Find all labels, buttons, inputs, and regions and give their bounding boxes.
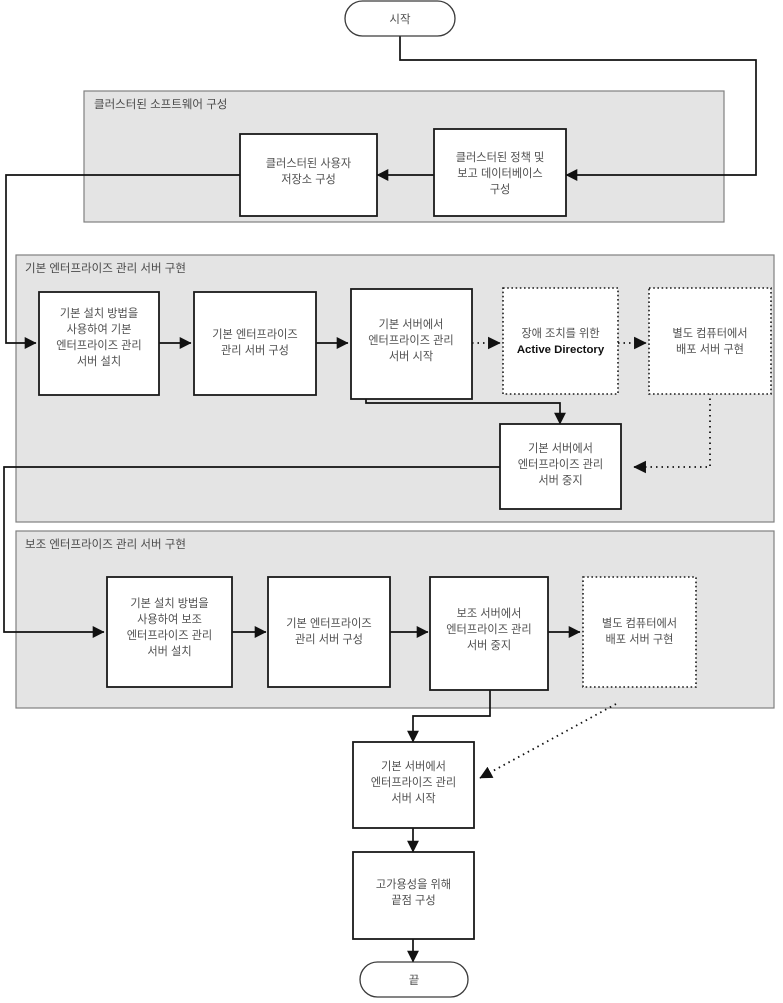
node-secondary-configure[interactable]: 기본 엔터프라이즈 관리 서버 구성 [267, 576, 391, 688]
group-cluster-rect [83, 90, 725, 223]
node-cluster-policy-db-rect[interactable] [433, 128, 567, 217]
node-primary-restart-line2: 엔터프라이즈 관리 [371, 776, 456, 789]
node-primary-restart-line1: 기본 서버에서 [381, 760, 446, 773]
node-secondary-install[interactable]: 기본 설치 방법을 사용하여 보조 엔터프라이즈 관리 서버 설치 [106, 576, 233, 688]
node-start-label: 시작 [389, 13, 411, 26]
node-secondary-stop[interactable]: 보조 서버에서 엔터프라이즈 관리 서버 중지 [429, 576, 549, 691]
node-secondary-install-line4: 서버 설치 [147, 645, 191, 658]
node-primary-restart[interactable]: 기본 서버에서 엔터프라이즈 관리 서버 시작 [352, 741, 475, 829]
node-deploy-server-secondary-line1: 별도 컴퓨터에서 [602, 617, 677, 630]
node-cluster-user-store-line1: 클러스터된 사용자 [266, 157, 351, 170]
node-primary-start[interactable]: 기본 서버에서 엔터프라이즈 관리 서버 시작 [350, 288, 473, 400]
node-configure-endpoints-line1: 고가용성을 위해 [376, 878, 451, 891]
node-primary-configure[interactable]: 기본 엔터프라이즈 관리 서버 구성 [193, 291, 317, 396]
edge-start-to-policy-db [399, 36, 757, 181]
node-primary-stop-line2: 엔터프라이즈 관리 [518, 458, 603, 471]
node-primary-install-line1: 기본 설치 방법을 [60, 307, 138, 320]
group-secondary-label: 보조 엔터프라이즈 관리 서버 구현 [25, 538, 186, 551]
node-secondary-stop-rect[interactable] [429, 576, 549, 691]
node-deploy-server-secondary-line2: 배포 서버 구현 [606, 633, 674, 646]
node-primary-install-line2: 사용하여 기본 [67, 322, 132, 336]
node-primary-start-line1: 기본 서버에서 [379, 318, 444, 331]
node-deploy-server-secondary[interactable]: 별도 컴퓨터에서 배포 서버 구현 [582, 576, 697, 688]
node-end-label: 끝 [409, 974, 420, 987]
node-secondary-install-rect[interactable] [106, 576, 233, 688]
node-primary-start-rect[interactable] [350, 288, 473, 400]
node-deploy-server-primary[interactable]: 별도 컴퓨터에서 배포 서버 구현 [648, 287, 772, 395]
node-primary-install-line4: 서버 설치 [77, 355, 121, 368]
node-secondary-configure-line2: 관리 서버 구성 [295, 633, 363, 646]
group-primary-label: 기본 엔터프라이즈 관리 서버 구현 [25, 262, 186, 275]
node-primary-configure-rect[interactable] [193, 291, 317, 396]
node-secondary-install-line3: 엔터프라이즈 관리 [127, 629, 212, 642]
node-cluster-user-store-line2: 저장소 구성 [281, 173, 336, 186]
edge-secondary-stop-to-primary-restart [407, 690, 491, 743]
node-start-rect[interactable] [344, 0, 456, 37]
node-secondary-stop-line1: 보조 서버에서 [457, 607, 522, 620]
node-cluster-policy-db-line1: 클러스터된 정책 및 [456, 150, 545, 164]
node-secondary-configure-rect[interactable] [267, 576, 391, 688]
node-cluster-policy-db[interactable]: 클러스터된 정책 및 보고 데이터베이스 구성 [433, 128, 567, 217]
node-active-directory-line2: Active Directory [517, 344, 605, 356]
node-configure-endpoints-line2: 끝점 구성 [391, 894, 435, 907]
node-cluster-user-store-rect[interactable] [239, 133, 378, 217]
node-cluster-policy-db-line3: 구성 [490, 183, 511, 196]
node-secondary-install-line1: 기본 설치 방법을 [130, 597, 208, 610]
edge-user-store-to-primary-install [5, 174, 240, 349]
node-deploy-server-primary-line1: 별도 컴퓨터에서 [672, 327, 747, 340]
node-primary-restart-line3: 서버 시작 [391, 792, 435, 805]
node-configure-endpoints-rect[interactable] [352, 851, 475, 940]
node-primary-stop[interactable]: 기본 서버에서 엔터프라이즈 관리 서버 중지 [499, 423, 622, 510]
node-primary-install[interactable]: 기본 설치 방법을 사용하여 기본 엔터프라이즈 관리 서버 설치 [38, 291, 160, 396]
node-primary-configure-line2: 관리 서버 구성 [221, 344, 289, 357]
node-primary-configure-line1: 기본 엔터프라이즈 [212, 328, 297, 341]
node-deploy-server-primary-line2: 배포 서버 구현 [676, 343, 744, 356]
node-deploy-server-primary-rect[interactable] [648, 287, 772, 395]
node-active-directory-rect[interactable] [502, 287, 619, 395]
node-active-directory[interactable]: 장애 조치를 위한 Active Directory [502, 287, 619, 395]
node-end[interactable]: 끝 [359, 961, 469, 998]
node-primary-stop-rect[interactable] [499, 423, 622, 510]
group-cluster-label: 클러스터된 소프트웨어 구성 [94, 98, 227, 111]
node-secondary-install-line2: 사용하여 보조 [137, 612, 202, 626]
node-primary-install-rect[interactable] [38, 291, 160, 396]
node-cluster-user-store[interactable]: 클러스터된 사용자 저장소 구성 [239, 133, 378, 217]
node-primary-install-line3: 엔터프라이즈 관리 [56, 339, 141, 352]
edge-primary-stop-to-secondary-install [3, 466, 500, 638]
node-primary-start-line3: 서버 시작 [389, 350, 433, 363]
node-primary-start-line2: 엔터프라이즈 관리 [368, 334, 453, 347]
node-deploy-server-secondary-rect[interactable] [582, 576, 697, 688]
node-secondary-stop-line2: 엔터프라이즈 관리 [446, 623, 531, 636]
node-secondary-configure-line1: 기본 엔터프라이즈 [286, 617, 371, 630]
node-active-directory-line1: 장애 조치를 위한 [521, 327, 599, 340]
node-primary-stop-line3: 서버 중지 [538, 474, 582, 487]
node-start[interactable]: 시작 [344, 0, 456, 37]
edge-deploy-server-secondary-to-primary-restart [479, 703, 617, 779]
node-cluster-policy-db-line2: 보고 데이터베이스 [457, 167, 542, 180]
edge-primary-start-to-primary-stop [365, 399, 566, 425]
node-end-rect[interactable] [359, 961, 469, 998]
node-primary-restart-rect[interactable] [352, 741, 475, 829]
node-configure-endpoints[interactable]: 고가용성을 위해 끝점 구성 [352, 851, 475, 940]
node-primary-stop-line1: 기본 서버에서 [528, 442, 593, 455]
group-cluster: 클러스터된 소프트웨어 구성 [83, 90, 725, 223]
node-secondary-stop-line3: 서버 중지 [467, 639, 511, 652]
